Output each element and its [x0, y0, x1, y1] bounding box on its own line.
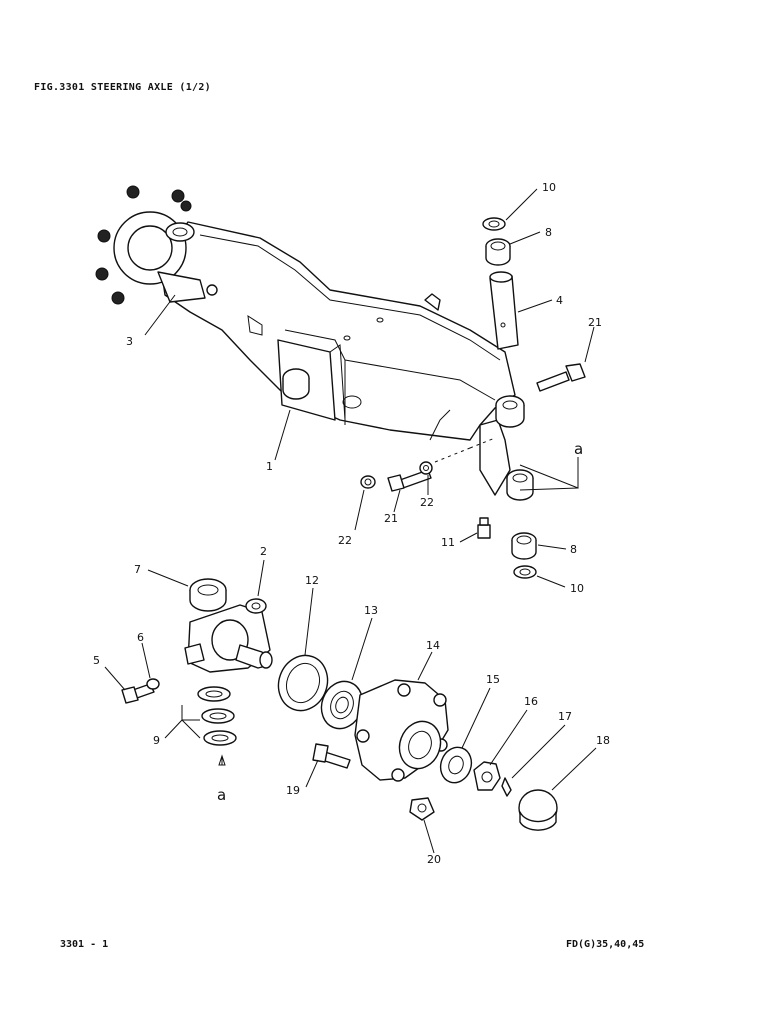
callout-1: 1: [266, 460, 273, 473]
leader-lines: [104, 188, 597, 854]
callout-22-left: 22: [338, 534, 352, 547]
callout-20: 20: [427, 853, 441, 866]
callout-19: 19: [286, 784, 300, 797]
knuckle-assembly: [121, 578, 273, 746]
castle-nut-16: [473, 761, 501, 791]
needle-bearing-8-bottom: [511, 532, 537, 560]
callout-22-right: 22: [420, 496, 434, 509]
callout-9: 9: [153, 734, 160, 747]
kingpin-stack: [482, 217, 586, 392]
bearing-13: [320, 680, 364, 730]
left-hub-assembly: [95, 185, 218, 305]
needle-bearing-8-top: [485, 238, 511, 266]
callout-7: 7: [134, 563, 141, 576]
callout-8-bottom: 8: [570, 543, 577, 556]
callout-10-bottom: 10: [570, 582, 584, 595]
callout-13: 13: [364, 604, 378, 617]
shims-9: [197, 686, 237, 746]
callout-4: 4: [556, 294, 563, 307]
washer-22-right: [419, 461, 433, 475]
bolt-21-right: [536, 363, 586, 392]
thrust-washer-10-bottom: [513, 565, 537, 579]
grease-fitting-11: [477, 517, 491, 539]
axle-beam: [159, 221, 534, 501]
seal-7: [189, 578, 227, 612]
reference-a-top: a: [574, 440, 583, 458]
callout-10-top: 10: [542, 181, 556, 194]
hub-cap-18: [518, 789, 558, 831]
callout-15: 15: [486, 673, 500, 686]
callout-17: 17: [558, 710, 572, 723]
lock-washer-6: [146, 678, 160, 690]
callout-2: 2: [260, 545, 267, 558]
page-number: 3301 - 1: [60, 939, 109, 950]
callout-16: 16: [524, 695, 538, 708]
bearing-cup-12: [277, 654, 329, 712]
callout-8-top: 8: [545, 226, 552, 239]
hub-14: [354, 679, 449, 782]
model-designation: FD(G)35,40,45: [566, 939, 645, 950]
hub-bearing-assembly: [277, 654, 558, 831]
lower-hardware: [360, 437, 537, 579]
callout-numbers: 10 8 4 21 3 1 22 21 22 11 8 10 a 2 7 6 5…: [93, 181, 610, 866]
figure-title: FIG.3301 STEERING AXLE (1/2): [34, 82, 211, 93]
bolt-21-left: [387, 469, 432, 492]
callout-11: 11: [441, 536, 455, 549]
nut-22-left: [360, 475, 376, 489]
callout-14: 14: [426, 639, 440, 652]
knuckle-2: [184, 598, 273, 673]
stud-19: [312, 743, 351, 769]
callout-5: 5: [93, 654, 100, 667]
wheel-nut-20: [409, 797, 435, 821]
callout-6: 6: [137, 631, 144, 644]
kingpin-4: [489, 271, 519, 350]
callout-3: 3: [126, 335, 133, 348]
callout-18: 18: [596, 734, 610, 747]
thrust-washer-10-top: [482, 217, 506, 231]
cotter-pin-17: [501, 777, 512, 797]
callout-12: 12: [305, 574, 319, 587]
reference-a-bottom: a: [217, 786, 226, 804]
callout-21-left: 21: [384, 512, 398, 525]
bearing-15: [439, 746, 473, 784]
callout-21-right: 21: [588, 316, 602, 329]
